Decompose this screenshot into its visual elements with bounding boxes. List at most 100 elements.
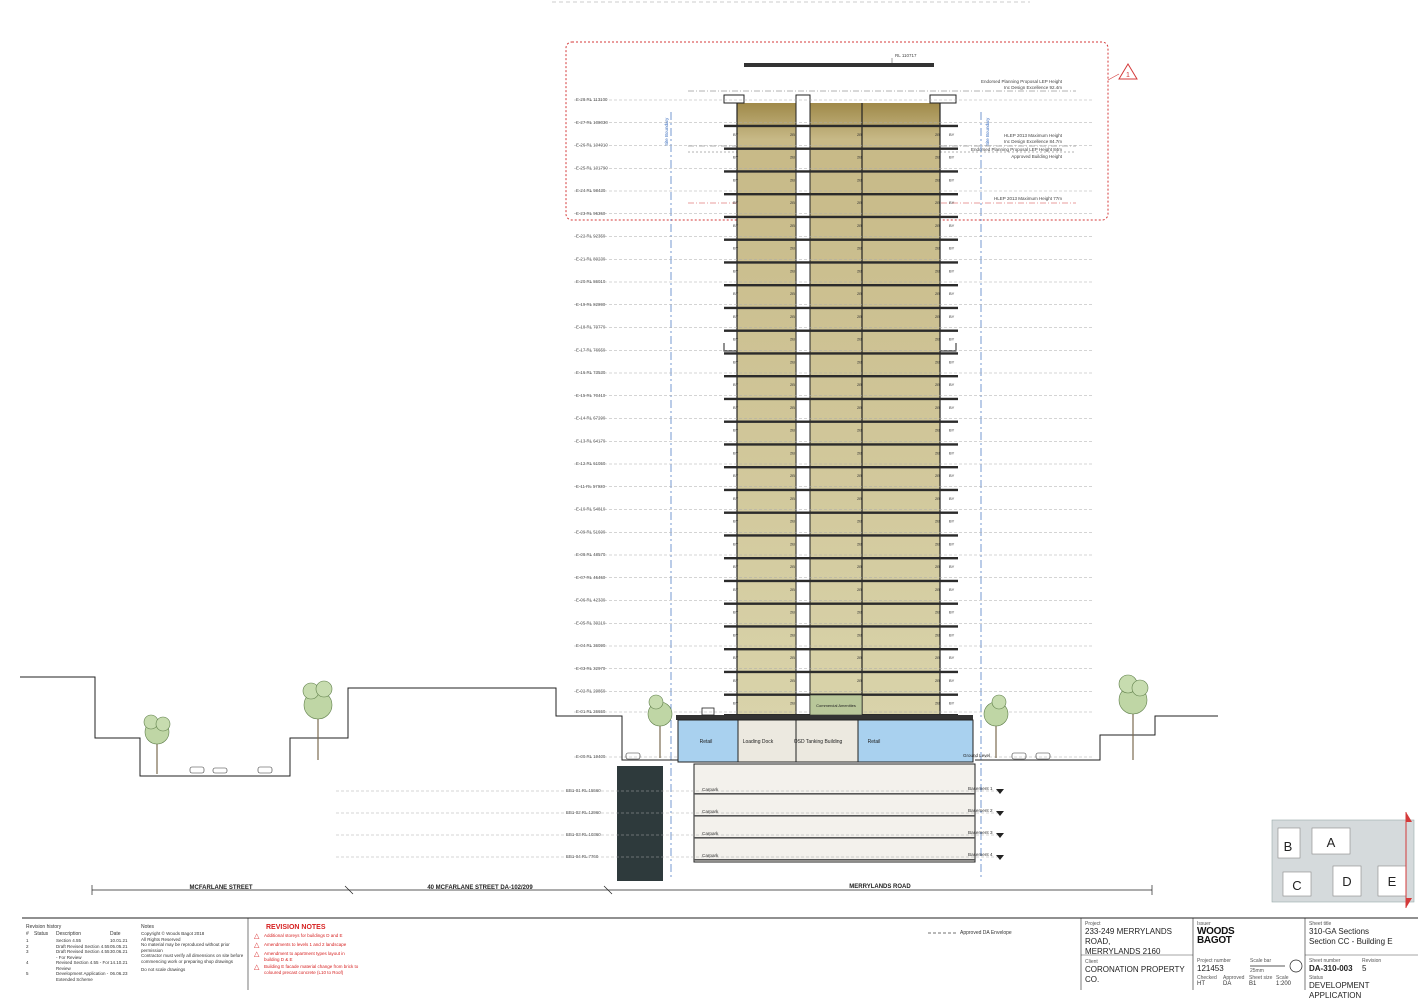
tower-body-left [737,103,796,715]
unit-tag: BY [949,382,955,387]
unit-tag: 2B [857,314,862,319]
floor-slab [724,261,958,264]
height-note-4: Inc Design Excellence 84.7m [1004,139,1062,144]
unit-tag: BY [733,155,739,160]
unit-tag: BY [733,268,739,273]
unit-tag: 2B [935,587,940,592]
floor-slab [724,534,958,537]
level-marker-icon [996,811,1004,816]
tree-3 [647,694,673,758]
tower-core [795,94,811,716]
unit-tag: 2B [935,655,940,660]
unit-tag: BY [949,655,955,660]
basement-level-label: EB1-01 RL 15560 [566,788,601,793]
unit-tag: 2B [790,519,795,524]
basement-level-label: EB1-03 RL 10360 [566,832,601,837]
level-label: E-24 RL 98430 [576,188,606,193]
scale-label: Scale [1276,975,1289,981]
scale-bar-value: 25mm [1250,968,1264,974]
commercial-amenities-label: Commercial Amenities [816,703,856,708]
warning-triangle-icon: △ [254,933,260,940]
scale-bar-circle [1289,959,1303,973]
unit-tag: 2B [935,473,940,478]
unit-tag: BY [733,200,739,205]
unit-tag: 2B [857,541,862,546]
level-label: E-19 RL 82890 [576,302,606,307]
unit-tag: 2B [790,655,795,660]
level-label: E-02 RL 29850 [576,689,606,694]
keyplan-label-c: C [1292,878,1301,893]
basement-room-label: Carpark [702,787,719,792]
unit-tag: BY [733,655,739,660]
unit-tag: 2B [857,496,862,501]
unit-tag: 2B [857,382,862,387]
street-label-merrylands: MERRYLANDS ROAD [849,884,911,890]
room-label-loading-dock: Loading Dock [743,739,774,745]
level-label: E-26 RL 104910 [576,143,608,148]
unit-tag: BY [949,564,955,569]
floor-slab [724,443,958,446]
unit-tag: 2B [935,382,940,387]
unit-tag: BY [949,496,955,501]
callout-leader [1107,73,1120,81]
unit-tag: 2B [935,541,940,546]
unit-tag: 2B [857,268,862,273]
level-label: E-27 RL 108030 [576,120,608,125]
tree-4 [983,694,1009,758]
project-line-2: MERRYLANDS 2160 [1085,947,1161,956]
unit-tag: 2B [857,155,862,160]
level-label: E-01 RL 26650 [576,709,606,714]
unit-tag: BY [949,200,955,205]
tree-5 [1118,674,1149,760]
level-label: E-10 RL 54810 [576,507,606,512]
unit-tag: 2B [935,610,940,615]
unit-tag: BY [949,610,955,615]
floor-slab [724,602,958,605]
floor-slab [724,397,958,401]
notes-title: Notes [141,924,155,930]
issuer-block: Issuer WOODS BAGOT [1197,921,1303,946]
revision-history: Revision history # Status Description Da… [26,924,141,982]
unit-tag: 2B [790,291,795,296]
height-note-1: Endorsed Planning Proposal LEP Height [981,79,1063,84]
unit-tag: BY [733,632,739,637]
unit-tag: BY [733,405,739,410]
floor-slab [724,193,958,196]
tower-body-right [810,103,940,715]
unit-tag: 2B [857,359,862,364]
unit-tag: 2B [857,177,862,182]
unit-tag: BY [733,359,739,364]
podium-loading-dock [737,719,797,763]
note-4: Contractor must verify all dimensions on… [141,953,244,964]
unit-tag: BY [733,337,739,342]
unit-tag: BY [949,132,955,137]
floor-slab [724,147,958,150]
unit-tag: BY [949,450,955,455]
keyplan-label-d: D [1342,874,1351,889]
height-note-5: Endorsed Planning Proposal LEP Height 84… [971,147,1062,152]
unit-tag: BY [733,496,739,501]
approved-block: Approved DA [1223,975,1244,988]
unit-tag: BY [949,359,955,364]
warning-triangle-icon: △ [254,942,260,949]
revision-note: △Building E facade material change from … [254,964,359,975]
unit-tag: 2B [935,132,940,137]
floor-slab [724,488,958,492]
level-label: E-23 RL 95350 [576,211,606,216]
basement-slab [694,859,975,861]
level-label: E-13 RL 64170 [576,438,606,443]
floor-slab [724,238,958,241]
adjacent-basement [617,766,663,881]
floor-slab [724,352,958,355]
floor-slab [724,420,958,423]
podium-retail-right [857,719,974,763]
unit-tag: 2B [790,223,795,228]
unit-tag: BY [733,132,739,137]
site-boundary-label-left: Site Boundary [664,117,669,146]
floor-slab [724,215,958,219]
unit-tag: 2B [935,337,940,342]
